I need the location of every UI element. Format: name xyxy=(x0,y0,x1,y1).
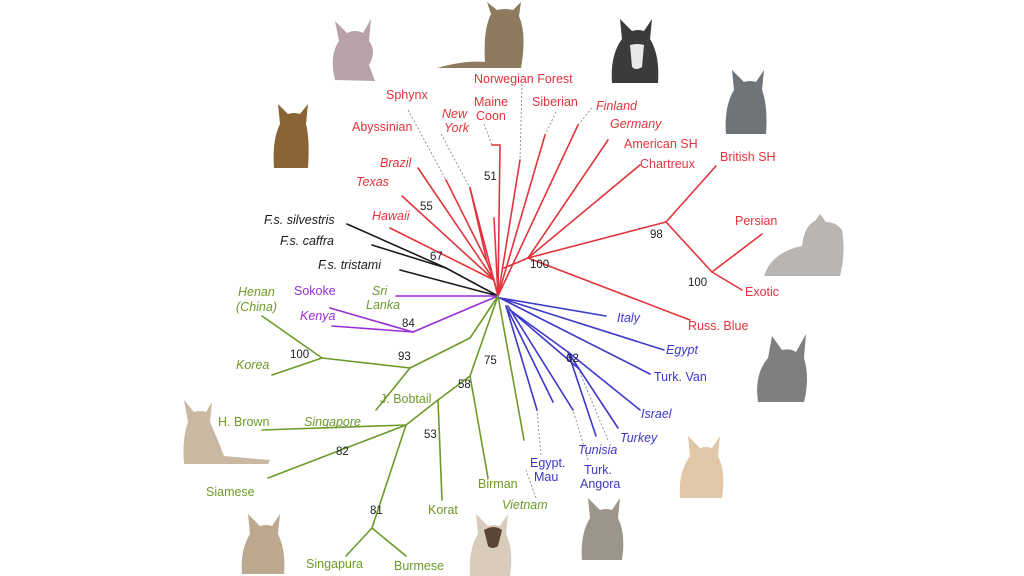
bootstrap-84: 84 xyxy=(402,318,415,330)
label-sphynx: Sphynx xyxy=(386,88,428,102)
bootstrap-98: 98 xyxy=(650,229,663,241)
bootstrap-100-persian: 100 xyxy=(688,277,707,289)
label-siberian: Siberian xyxy=(532,95,578,109)
label-exotic: Exotic xyxy=(745,285,779,299)
label-maine-coon-2: Coon xyxy=(476,109,506,123)
leader-lines xyxy=(407,83,609,499)
cat-photo-persian xyxy=(764,214,844,276)
label-korea: Korea xyxy=(236,358,269,372)
taxon-labels-wild: F.s. silvestris F.s. caffra F.s. tristam… xyxy=(264,213,382,272)
cat-photo-siamese xyxy=(183,400,270,464)
cat-photo-birman xyxy=(469,514,512,576)
label-henan-1: Henan xyxy=(238,285,275,299)
branches-western xyxy=(389,124,763,321)
label-persian: Persian xyxy=(735,214,777,228)
label-norwegian-forest: Norwegian Forest xyxy=(474,72,573,86)
label-j-bobtail: J. Bobtail xyxy=(380,392,431,406)
label-turkey: Turkey xyxy=(620,431,658,445)
cat-photo-egyptian-mau xyxy=(581,498,624,560)
label-singapore: Singapore xyxy=(304,415,361,429)
label-h-brown: H. Brown xyxy=(218,415,269,429)
taxon-labels-mediterranean: Egypt. Mau Turk. Angora Tunisia Turkey I… xyxy=(530,311,707,491)
bootstrap-53: 53 xyxy=(424,429,437,441)
label-fs-caffra: F.s. caffra xyxy=(280,234,334,248)
label-turk-van: Turk. Van xyxy=(654,370,707,384)
label-egypt: Egypt xyxy=(666,343,698,357)
label-germany: Germany xyxy=(610,117,662,131)
bootstrap-93: 93 xyxy=(398,351,411,363)
branches-mediterranean xyxy=(499,297,665,437)
bootstrap-100-asian: 100 xyxy=(290,349,309,361)
bootstrap-100-western: 100 xyxy=(530,259,549,271)
label-abyssinian: Abyssinian xyxy=(352,120,412,134)
label-british-sh: British SH xyxy=(720,150,776,164)
label-american-sh: American SH xyxy=(624,137,698,151)
taxon-labels-western: Norwegian Forest Sphynx Maine Coon New Y… xyxy=(352,72,779,333)
label-vietnam: Vietnam xyxy=(502,498,548,512)
cat-photo-singapura xyxy=(241,514,285,574)
cat-photo-abyssinian xyxy=(273,104,309,168)
label-birman: Birman xyxy=(478,477,518,491)
label-new-york-1: New xyxy=(442,107,468,121)
label-burmese: Burmese xyxy=(394,559,444,573)
label-tunisia: Tunisia xyxy=(578,443,617,457)
cat-photo-norwegian-forest xyxy=(437,2,524,68)
cat-photo-turkish-angora xyxy=(679,436,724,498)
label-henan-2: (China) xyxy=(236,300,277,314)
label-maine-coon-1: Maine xyxy=(474,95,508,109)
branches-east-african xyxy=(329,295,499,333)
label-korat: Korat xyxy=(428,503,458,517)
label-egypt-mau-1: Egypt. xyxy=(530,456,565,470)
label-sri-lanka-1: Sri xyxy=(372,284,389,298)
bootstrap-82: 82 xyxy=(336,446,349,458)
bootstrap-81: 81 xyxy=(370,505,383,517)
bootstrap-62: 62 xyxy=(566,353,579,365)
bootstrap-75: 75 xyxy=(484,355,497,367)
label-egypt-mau-2: Mau xyxy=(534,470,558,484)
label-italy: Italy xyxy=(617,311,641,325)
cat-photo-chartreux xyxy=(725,70,767,134)
branches-wild xyxy=(346,223,499,297)
bootstrap-55: 55 xyxy=(420,201,433,213)
label-russ-blue: Russ. Blue xyxy=(688,319,748,333)
cat-photo-siberian xyxy=(611,19,659,83)
label-kenya: Kenya xyxy=(300,309,335,323)
label-siamese: Siamese xyxy=(206,485,255,499)
taxon-labels-asian: Sri Lanka Henan (China) Korea J. Bobtail… xyxy=(206,284,548,573)
label-sri-lanka-2: Lanka xyxy=(366,298,400,312)
label-brazil: Brazil xyxy=(380,156,412,170)
bootstrap-58: 58 xyxy=(458,379,471,391)
label-hawaii: Hawaii xyxy=(372,209,411,223)
label-turk-angora-1: Turk. xyxy=(584,463,612,477)
label-sokoke: Sokoke xyxy=(294,284,336,298)
bootstrap-values: 51 55 67 98 100 100 84 93 100 75 58 53 8… xyxy=(290,171,707,517)
label-chartreux: Chartreux xyxy=(640,157,696,171)
label-israel: Israel xyxy=(641,407,673,421)
cat-photo-sphynx xyxy=(332,19,375,81)
bootstrap-67: 67 xyxy=(430,251,443,263)
taxon-labels-east-african: Sokoke Kenya xyxy=(294,284,336,323)
label-texas: Texas xyxy=(356,175,389,189)
label-fs-silvestris: F.s. silvestris xyxy=(264,213,335,227)
label-finland: Finland xyxy=(596,99,638,113)
branches-asian xyxy=(261,295,525,557)
cat-photo-russian-blue xyxy=(757,334,807,402)
label-turk-angora-2: Angora xyxy=(580,477,620,491)
bootstrap-51: 51 xyxy=(484,171,497,183)
label-singapura: Singapura xyxy=(306,557,363,571)
label-new-york-2: York xyxy=(444,121,470,135)
label-fs-tristami: F.s. tristami xyxy=(318,258,382,272)
